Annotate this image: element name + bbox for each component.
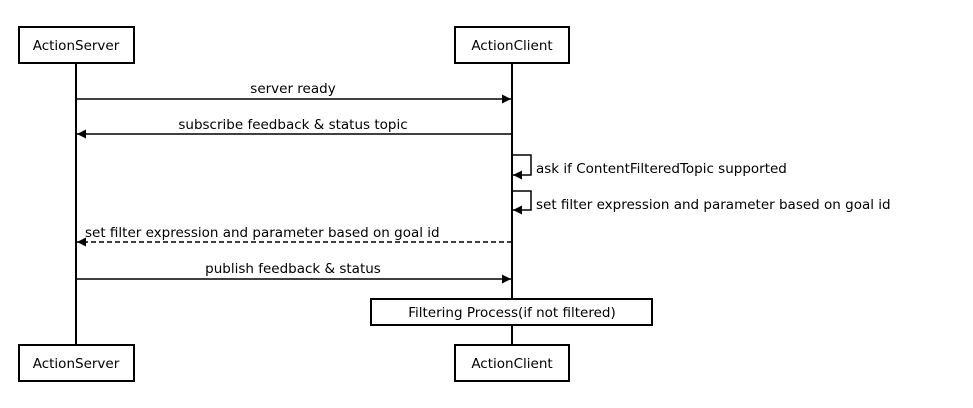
- message-label: subscribe feedback & status topic: [178, 117, 407, 133]
- message-label: set filter expression and parameter base…: [536, 197, 891, 213]
- message-set-filter-to-server: set filter expression and parameter base…: [77, 225, 512, 247]
- message-server-ready: server ready: [76, 81, 511, 104]
- participant-action-server-top: ActionServer: [18, 26, 135, 64]
- participant-label: ActionServer: [33, 38, 120, 54]
- message-label: publish feedback & status: [205, 261, 381, 277]
- filtering-process-note: Filtering Process(if not filtered): [370, 298, 653, 326]
- participant-action-server-bottom: ActionServer: [18, 344, 135, 382]
- message-ask-content-filtered-topic: ask if ContentFilteredTopic supported: [512, 154, 787, 180]
- message-set-filter-self: set filter expression and parameter base…: [512, 190, 891, 215]
- note-label: Filtering Process(if not filtered): [408, 305, 616, 321]
- message-label: set filter expression and parameter base…: [85, 225, 440, 241]
- participant-action-client-bottom: ActionClient: [454, 344, 570, 382]
- participant-label: ActionServer: [33, 356, 120, 372]
- participant-label: ActionClient: [471, 356, 552, 372]
- participant-action-client-top: ActionClient: [454, 26, 570, 64]
- participant-label: ActionClient: [471, 38, 552, 54]
- message-label: server ready: [250, 81, 335, 97]
- message-label: ask if ContentFilteredTopic supported: [536, 161, 787, 177]
- message-publish-feedback-status: publish feedback & status: [76, 261, 511, 284]
- message-subscribe-feedback-status: subscribe feedback & status topic: [77, 117, 512, 139]
